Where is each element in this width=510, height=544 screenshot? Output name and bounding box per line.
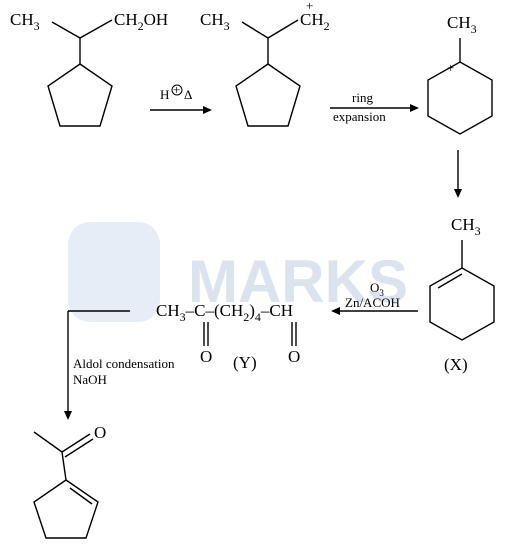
step2-arrow-group: ring expansion <box>330 90 419 124</box>
step-down-arrow-group <box>454 150 462 198</box>
carbocation-cyclopentane-ring <box>235 63 301 127</box>
alkene-ch3-label: CH3 <box>451 215 481 238</box>
carbocation-bond-right <box>267 19 299 39</box>
final-cyclopentene-ring <box>33 479 99 539</box>
down-arrowhead <box>454 189 462 198</box>
reactant-bond-right <box>79 19 113 39</box>
reactant-ch2oh-label: CH2OH <box>114 10 168 33</box>
final-methyl-bond <box>33 431 63 453</box>
watermark-text: MARKS <box>188 248 408 315</box>
step4-label-aldol: Aldol condensation <box>73 356 175 371</box>
carbocation-ch2-label: CH2 <box>300 10 330 33</box>
step2-label-ring: ring <box>352 90 373 105</box>
alkene-double-bond <box>437 273 463 289</box>
final-ring-double-bond <box>69 487 93 505</box>
final-product-molecule: O <box>33 423 106 539</box>
final-oxygen-label: O <box>94 423 106 442</box>
step4-arrow-group: Aldol condensation NaOH <box>64 310 175 420</box>
final-carbonyl-bond-b <box>64 438 94 458</box>
expanded-ch3-label: CH3 <box>447 13 477 36</box>
step4-arrowhead <box>64 411 72 420</box>
step3-o3-label: O3 <box>370 280 384 298</box>
carbocation-ch3-label: CH3 <box>200 10 230 33</box>
reactant-cyclopentane-ring <box>47 63 113 127</box>
step1-reagent-label: H <box>160 87 169 102</box>
reactant-ch3-label: CH3 <box>10 10 40 33</box>
product-y-oxygen-aldehyde: O <box>288 347 300 366</box>
step4-label-naoh: NaOH <box>73 372 107 387</box>
product-y-molecule: CH3–C–(CH2)4–CH O O (Y) <box>156 301 300 372</box>
step1-arrow-group: H + Δ <box>150 82 212 114</box>
alkene-x-molecule: CH3 (X) <box>429 215 495 374</box>
carbocation-molecule: CH3 + CH2 <box>200 0 330 127</box>
step2-arrowhead <box>410 104 419 112</box>
final-ring-bond <box>61 451 67 481</box>
carbocation-plus-charge: + <box>306 0 313 13</box>
reactant-bond-left <box>51 21 81 39</box>
step3-reagent-label: Zn/ACOH <box>345 295 400 310</box>
step2-label-expansion: expansion <box>333 109 386 124</box>
step1-plus-sign: + <box>173 82 180 97</box>
watermark-logo-shape <box>68 222 160 322</box>
watermark: MARKS <box>68 222 408 322</box>
product-y-formula: CH3–C–(CH2)4–CH <box>156 301 293 324</box>
reactant-molecule: CH3 CH2OH <box>10 10 168 127</box>
step1-arrowhead <box>203 106 212 114</box>
alkene-cyclohexene-ring <box>429 267 495 341</box>
step1-plus-circle <box>171 84 183 96</box>
product-y-oxygen-ketone: O <box>200 347 212 366</box>
alkene-x-label: (X) <box>444 355 468 374</box>
step3-arrow-group: O3 Zn/ACOH <box>331 280 418 315</box>
final-carbonyl-bond-a <box>61 433 91 453</box>
step3-arrowhead <box>331 307 340 315</box>
step1-heat-label: Δ <box>184 87 192 102</box>
expanded-cation-molecule: CH3 + <box>427 13 493 135</box>
product-y-label: (Y) <box>233 353 257 372</box>
expanded-cyclohexane-ring <box>427 61 493 135</box>
carbocation-bond-left <box>241 21 269 39</box>
